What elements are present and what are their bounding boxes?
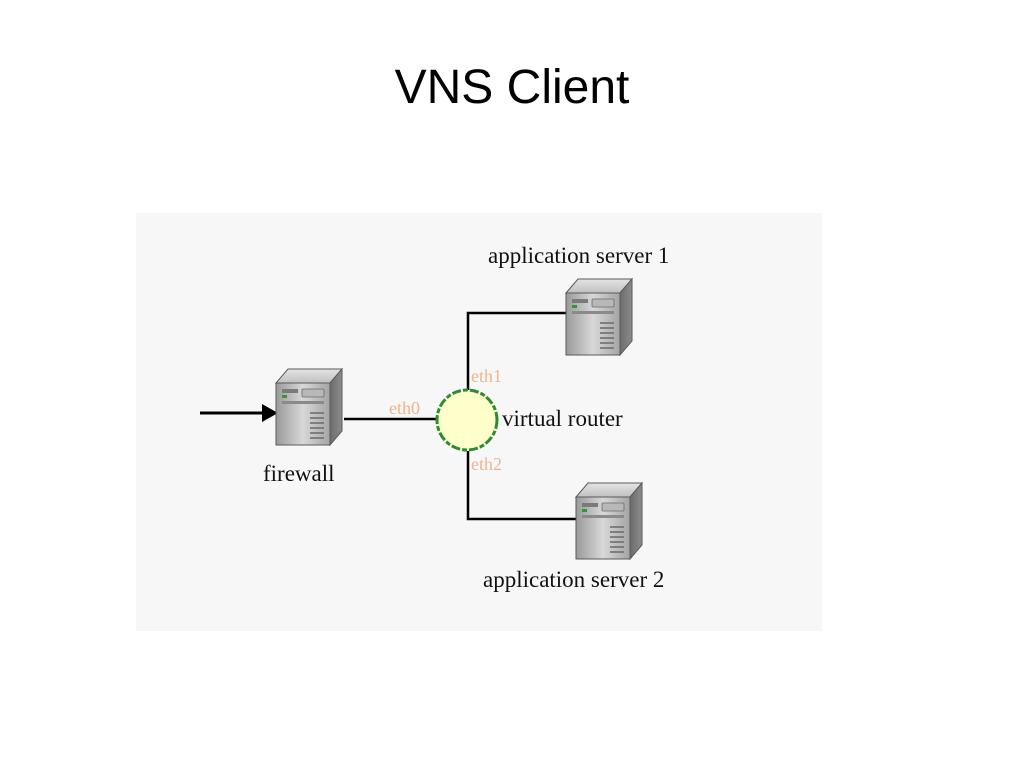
virtual-router-icon — [435, 388, 499, 452]
eth1-label: eth1 — [471, 366, 502, 386]
app-server-1-icon — [565, 278, 633, 356]
incoming-arrow — [200, 404, 278, 422]
eth0-label: eth0 — [389, 398, 420, 418]
link-router-app-server-2 — [466, 451, 576, 521]
slide-title: VNS Client — [394, 61, 630, 114]
eth2-label: eth2 — [471, 454, 502, 474]
app-server-1-label: application server 1 — [488, 243, 669, 268]
firewall-label: firewall — [263, 461, 335, 486]
network-diagram: firewall virtual router application serv… — [136, 213, 822, 631]
network-diagram-svg: firewall virtual router application serv… — [200, 243, 669, 592]
virtual-router-label: virtual router — [502, 406, 623, 431]
app-server-2-icon — [575, 482, 643, 560]
app-server-2-label: application server 2 — [483, 567, 664, 592]
firewall-server-icon — [275, 368, 343, 446]
link-router-app-server-1 — [466, 311, 566, 391]
